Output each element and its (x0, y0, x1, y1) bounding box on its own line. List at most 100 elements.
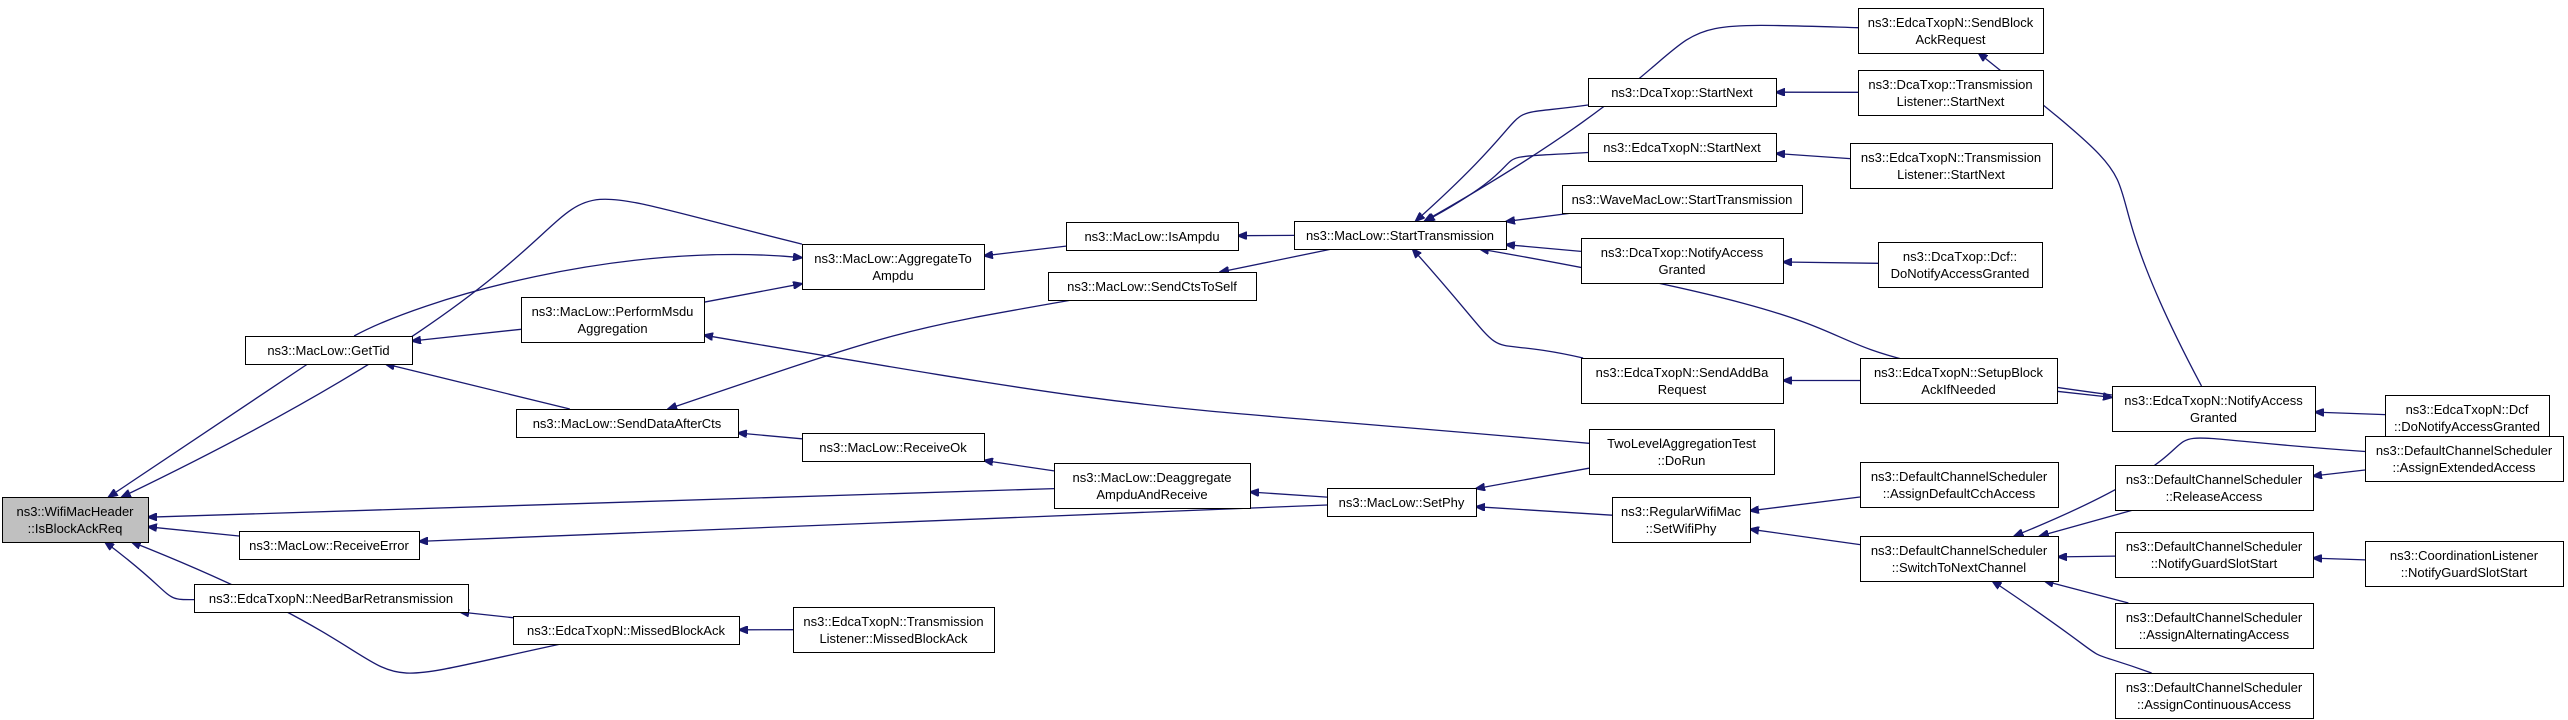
node-box[interactable] (1858, 70, 2044, 116)
graph-node[interactable]: ns3::DcaTxop::TransmissionListener::Star… (1858, 70, 2044, 116)
node-label: ns3::MacLow::SetPhy (1339, 495, 1465, 510)
graph-node[interactable]: ns3::DefaultChannelScheduler::AssignCont… (2115, 673, 2314, 719)
nodes-layer: ns3::WifiMacHeader::IsBlockAckReqns3::Ma… (2, 8, 2564, 719)
node-label: ns3::MacLow::Deaggregate (1073, 470, 1232, 485)
node-box[interactable] (1581, 238, 1784, 284)
graph-node[interactable]: ns3::MacLow::SetPhy (1327, 488, 1477, 517)
graph-node[interactable]: ns3::EdcaTxopN::NotifyAccessGranted (2112, 386, 2316, 432)
node-box[interactable] (1860, 462, 2059, 508)
node-box[interactable] (1858, 8, 2044, 54)
node-box[interactable] (2385, 395, 2550, 441)
node-label: ns3::EdcaTxopN::StartNext (1603, 140, 1761, 155)
graph-node[interactable]: ns3::CoordinationListener::NotifyGuardSl… (2365, 541, 2564, 587)
node-box[interactable] (1588, 133, 1777, 162)
graph-node[interactable]: ns3::MacLow::GetTid (245, 336, 413, 365)
graph-node[interactable]: ns3::MacLow::ReceiveError (239, 531, 420, 560)
node-box[interactable] (239, 531, 420, 560)
graph-node[interactable]: ns3::MacLow::SendDataAfterCts (516, 409, 739, 438)
graph-node[interactable]: ns3::DefaultChannelScheduler::AssignAlte… (2115, 603, 2314, 649)
node-label: ns3::CoordinationListener (2390, 548, 2539, 563)
node-box[interactable] (1054, 463, 1251, 509)
node-box[interactable] (1860, 358, 2058, 404)
graph-node[interactable]: ns3::DefaultChannelScheduler::SwitchToNe… (1860, 536, 2059, 582)
node-box[interactable] (1860, 536, 2059, 582)
graph-node[interactable]: ns3::EdcaTxopN::TransmissionListener::Mi… (793, 607, 995, 653)
graph-node[interactable]: ns3::DefaultChannelScheduler::NotifyGuar… (2115, 532, 2314, 578)
node-label: ::AssignContinuousAccess (2137, 697, 2291, 712)
graph-node[interactable]: ns3::WaveMacLow::StartTransmission (1562, 185, 1803, 214)
edge-n23-to-n15 (1979, 53, 2203, 387)
node-box[interactable] (516, 409, 739, 438)
node-box[interactable] (245, 336, 413, 365)
graph-node[interactable]: ns3::DefaultChannelScheduler::ReleaseAcc… (2115, 465, 2314, 511)
node-box[interactable] (521, 297, 705, 343)
node-box[interactable] (793, 607, 995, 653)
node-label: ns3::MacLow::ReceiveError (249, 538, 409, 553)
node-box[interactable] (2115, 465, 2314, 511)
node-label: ::AssignDefaultCchAccess (1883, 486, 2036, 501)
graph-node[interactable]: ns3::MacLow::SendCtsToSelf (1048, 272, 1257, 301)
node-box[interactable] (1562, 185, 1803, 214)
edge-n14-to-n7 (419, 504, 1328, 541)
node-box[interactable] (802, 244, 985, 290)
node-label: ::DoRun (1658, 453, 1706, 468)
graph-node[interactable]: ns3::MacLow::StartTransmission (1294, 221, 1507, 250)
edge-n28-to-n14 (1476, 507, 1613, 516)
node-box[interactable] (802, 433, 985, 462)
node-label: AmpduAndReceive (1096, 487, 1207, 502)
node-label: ns3::WaveMacLow::StartTransmission (1572, 192, 1793, 207)
graph-node[interactable]: ns3::DcaTxop::StartNext (1588, 78, 1777, 107)
node-box[interactable] (1066, 222, 1239, 251)
node-box[interactable] (1327, 488, 1477, 517)
graph-node[interactable]: ns3::EdcaTxopN::Dcf::DoNotifyAccessGrant… (2385, 395, 2550, 441)
edge-n27-to-n3 (704, 335, 1590, 444)
node-box[interactable] (1581, 358, 1784, 404)
graph-node[interactable]: ns3::DefaultChannelScheduler::AssignDefa… (1860, 462, 2059, 508)
node-label: ns3::EdcaTxopN::Transmission (803, 614, 983, 629)
edge-n32-to-n30 (2014, 437, 2366, 536)
graph-node[interactable]: ns3::DcaTxop::Dcf::DoNotifyAccessGranted (1878, 242, 2043, 288)
node-box[interactable] (2365, 436, 2564, 482)
graph-node[interactable]: ns3::EdcaTxopN::TransmissionListener::St… (1850, 143, 2053, 189)
node-label: ns3::DefaultChannelScheduler (2126, 680, 2303, 695)
node-box[interactable] (2115, 532, 2314, 578)
node-box[interactable] (1850, 143, 2053, 189)
focus-node[interactable]: ns3::WifiMacHeader::IsBlockAckReq (2, 497, 149, 543)
node-box[interactable] (2115, 673, 2314, 719)
node-box[interactable] (1294, 221, 1507, 250)
graph-node[interactable]: ns3::DefaultChannelScheduler::AssignExte… (2365, 436, 2564, 482)
node-box[interactable] (1589, 429, 1775, 475)
node-box[interactable] (2115, 603, 2314, 649)
node-box[interactable] (2365, 541, 2564, 587)
node-label: ns3::DcaTxop::Dcf:: (1903, 249, 2017, 264)
node-box[interactable] (1588, 78, 1777, 107)
edge-n25-to-n13 (1413, 249, 1584, 359)
node-box[interactable] (513, 616, 740, 645)
graph-node[interactable]: TwoLevelAggregationTest::DoRun (1589, 429, 1775, 475)
node-box[interactable] (2112, 386, 2316, 432)
node-label: AckRequest (1915, 32, 1985, 47)
graph-node[interactable]: ns3::EdcaTxopN::NeedBarRetransmission (194, 584, 469, 613)
node-box[interactable] (1612, 497, 1751, 543)
graph-node[interactable]: ns3::MacLow::ReceiveOk (802, 433, 985, 462)
edge-n31-to-n30 (2040, 509, 2134, 536)
node-label: ns3::EdcaTxopN::SendAddBa (1596, 365, 1769, 380)
node-box[interactable] (194, 584, 469, 613)
node-box[interactable] (2, 497, 149, 543)
node-label: ns3::EdcaTxopN::SendBlock (1868, 15, 2034, 30)
graph-node[interactable]: ns3::MacLow::IsAmpdu (1066, 222, 1239, 251)
node-box[interactable] (1048, 272, 1257, 301)
node-label: ns3::RegularWifiMac (1621, 504, 1741, 519)
node-label: Request (1658, 382, 1707, 397)
node-box[interactable] (1878, 242, 2043, 288)
graph-node[interactable]: ns3::DcaTxop::NotifyAccessGranted (1581, 238, 1784, 284)
graph-node[interactable]: ns3::EdcaTxopN::MissedBlockAck (513, 616, 740, 645)
graph-node[interactable]: ns3::RegularWifiMac::SetWifiPhy (1612, 497, 1751, 543)
graph-node[interactable]: ns3::EdcaTxopN::StartNext (1588, 133, 1777, 162)
